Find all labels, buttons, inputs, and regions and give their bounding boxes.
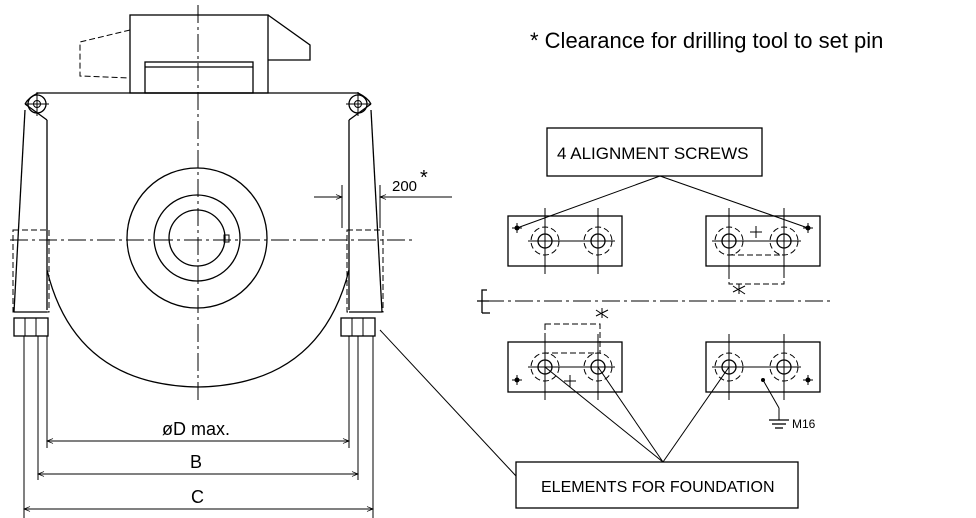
plate-bottom-left: [507, 308, 623, 400]
plan-center-line: [477, 289, 832, 314]
plate-top-right: [705, 208, 821, 295]
diameter-label: øD max.: [162, 419, 230, 439]
foundation-leaders: [379, 329, 730, 477]
shaft-flange: [126, 167, 268, 309]
foundation-elements-callout: ELEMENTS FOR FOUNDATION: [515, 461, 799, 509]
dimension-diameter: øD max.: [46, 419, 350, 444]
right-foundation-element: [340, 317, 376, 337]
terminal-box: [79, 14, 311, 94]
right-lifting-eye: [346, 92, 370, 116]
left-foundation-element: [13, 317, 49, 337]
m16-label: M16: [792, 417, 816, 431]
dimension-b: B: [37, 452, 359, 477]
dimension-200-label: 200: [392, 178, 417, 195]
dimension-b-label: B: [190, 452, 202, 472]
alignment-leaders: [516, 175, 809, 229]
left-lifting-eye: [25, 92, 49, 116]
clearance-note: * Clearance for drilling tool to set pin: [530, 28, 884, 53]
dimension-extension-lines: [23, 336, 374, 518]
foundation-elements-label: ELEMENTS FOR FOUNDATION: [541, 479, 775, 496]
alignment-screws-label: 4 ALIGNMENT SCREWS: [557, 144, 748, 163]
plate-bottom-right: [705, 334, 821, 400]
machine-view: 200 * øD max. B C: [10, 5, 452, 518]
plate-top-left: [507, 208, 623, 274]
side-frames: [12, 109, 384, 313]
dimension-c: C: [23, 487, 374, 512]
dimension-200-asterisk: *: [420, 167, 428, 189]
dimension-c-label: C: [191, 487, 204, 507]
dimension-200: 200 *: [314, 167, 452, 228]
foundation-plan: 4 ALIGNMENT SCREWS: [379, 127, 832, 509]
m16-earthing-callout: M16: [762, 379, 816, 431]
alignment-screws-callout: 4 ALIGNMENT SCREWS: [546, 127, 763, 177]
